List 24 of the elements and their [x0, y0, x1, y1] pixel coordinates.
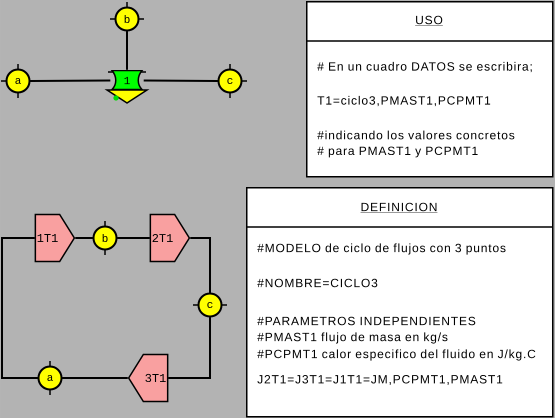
connector-line: [190, 237, 211, 292]
text-line: #NOMBRE=CICLO3: [257, 278, 378, 288]
panel-heading: USO: [414, 16, 444, 26]
connector-line: [168, 318, 211, 379]
text-line: # En un cuadro DATOS se escribira;: [317, 62, 532, 72]
connector-line: [30, 80, 110, 82]
pentagon-block: 2T1: [150, 214, 190, 262]
panel-heading: DEFINICION: [360, 202, 438, 213]
text-line: #PCPMT1 calor especifico del fluido en J/kg.C: [257, 349, 536, 361]
connector-line: [144, 80, 218, 82]
text-line: # para PMAST1 y PCPMT1: [317, 146, 478, 158]
text-line: #indicando los valores concretos: [317, 130, 514, 140]
connector-line: [118, 237, 150, 239]
connector-line: [62, 377, 128, 379]
connector-line: [75, 237, 92, 239]
pentagon-block: 3T1: [128, 354, 168, 402]
pentagon-block: 1T1: [34, 214, 76, 262]
text-line: #MODELO de ciclo de flujos con 3 puntos: [257, 243, 506, 255]
text-line: #PMAST1 flujo de masa en kg/s: [257, 332, 448, 344]
connector-line: [1, 237, 38, 379]
connector-line: [126, 32, 128, 70]
text-line: #PARAMETROS INDEPENDIENTES: [257, 316, 476, 326]
text-line: J2T1=J3T1=J1T1=JM,PCPMT1,PMAST1: [257, 375, 502, 385]
text-line: T1=ciclo3,PMAST1,PCPMT1: [317, 96, 490, 106]
